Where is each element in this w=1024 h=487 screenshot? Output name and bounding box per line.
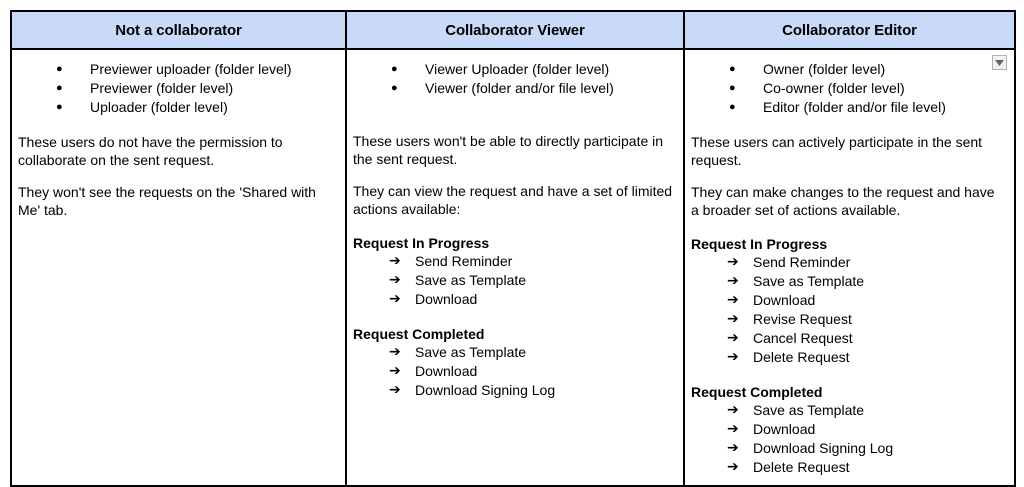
description-paragraph: They can view the request and have a set… xyxy=(353,183,673,217)
column-header-not-a-collaborator: Not a collaborator xyxy=(10,10,347,50)
action-item[interactable]: Save as Template xyxy=(691,401,1006,420)
spacer xyxy=(691,117,1006,133)
description-paragraph: They won't see the requests on the 'Shar… xyxy=(18,184,316,218)
spacer xyxy=(18,169,337,183)
section-title-request-in-progress: Request In Progress xyxy=(353,235,490,251)
action-item[interactable]: Download xyxy=(353,290,675,309)
action-item[interactable]: Save as Template xyxy=(353,343,675,362)
list-item: Owner (folder level) xyxy=(691,60,1006,79)
column-header-collaborator-editor: Collaborator Editor xyxy=(683,10,1016,50)
list-item: Uploader (folder level) xyxy=(18,98,337,117)
action-item[interactable]: Delete Request xyxy=(691,348,1006,367)
action-item[interactable]: Download xyxy=(691,420,1006,439)
action-item[interactable]: Download xyxy=(353,362,675,381)
spacer xyxy=(691,169,1006,183)
section-title-request-completed: Request Completed xyxy=(691,384,823,400)
section-title-request-completed: Request Completed xyxy=(353,326,485,342)
action-item[interactable]: Send Reminder xyxy=(353,252,675,271)
list-item: Viewer (folder and/or file level) xyxy=(353,79,675,98)
action-item[interactable]: Download xyxy=(691,291,1006,310)
cell-not-a-collaborator: Previewer uploader (folder level) Previe… xyxy=(10,48,347,487)
action-item[interactable]: Revise Request xyxy=(691,310,1006,329)
spacer xyxy=(691,219,1006,235)
spacer xyxy=(691,367,1006,383)
column-header-collaborator-viewer: Collaborator Viewer xyxy=(345,10,685,50)
action-list-request-completed: Save as Template Download Download Signi… xyxy=(353,343,675,400)
spacer xyxy=(353,98,675,118)
section-title-request-in-progress: Request In Progress xyxy=(691,236,828,252)
spacer xyxy=(353,218,675,234)
action-list-request-in-progress: Send Reminder Save as Template Download xyxy=(353,252,675,309)
list-item: Editor (folder and/or file level) xyxy=(691,98,1006,117)
description-paragraph: These users won't be able to directly pa… xyxy=(353,133,664,167)
action-item[interactable]: Delete Request xyxy=(691,458,1006,477)
spacer xyxy=(18,117,337,133)
cell-collaborator-viewer: Viewer Uploader (folder level) Viewer (f… xyxy=(345,48,685,487)
action-list-request-completed: Save as Template Download Download Signi… xyxy=(691,401,1006,477)
description-paragraph: They can make changes to the request and… xyxy=(691,184,995,218)
action-item[interactable]: Download Signing Log xyxy=(353,381,675,400)
role-list-not-a-collaborator: Previewer uploader (folder level) Previe… xyxy=(18,60,337,117)
list-item: Viewer Uploader (folder level) xyxy=(353,60,675,79)
spacer xyxy=(353,309,675,325)
action-item[interactable]: Cancel Request xyxy=(691,329,1006,348)
action-item[interactable]: Download Signing Log xyxy=(691,439,1006,458)
action-item[interactable]: Save as Template xyxy=(353,271,675,290)
description-paragraph: These users do not have the permission t… xyxy=(18,134,283,168)
role-list-collaborator-viewer: Viewer Uploader (folder level) Viewer (f… xyxy=(353,60,675,98)
action-item[interactable]: Send Reminder xyxy=(691,253,1006,272)
cell-collaborator-editor: Owner (folder level) Co-owner (folder le… xyxy=(683,48,1016,487)
collaborator-permissions-table: Not a collaborator Collaborator Viewer C… xyxy=(10,10,1016,487)
table-header-row: Not a collaborator Collaborator Viewer C… xyxy=(10,10,1016,50)
action-list-request-in-progress: Send Reminder Save as Template Download … xyxy=(691,253,1006,367)
spacer xyxy=(353,168,675,182)
list-item: Co-owner (folder level) xyxy=(691,79,1006,98)
list-item: Previewer uploader (folder level) xyxy=(18,60,337,79)
role-list-collaborator-editor: Owner (folder level) Co-owner (folder le… xyxy=(691,60,1006,117)
description-paragraph: These users can actively participate in … xyxy=(691,134,983,168)
spacer xyxy=(353,118,675,132)
list-item: Previewer (folder level) xyxy=(18,79,337,98)
table-body-row: Previewer uploader (folder level) Previe… xyxy=(10,48,1016,487)
action-item[interactable]: Save as Template xyxy=(691,272,1006,291)
